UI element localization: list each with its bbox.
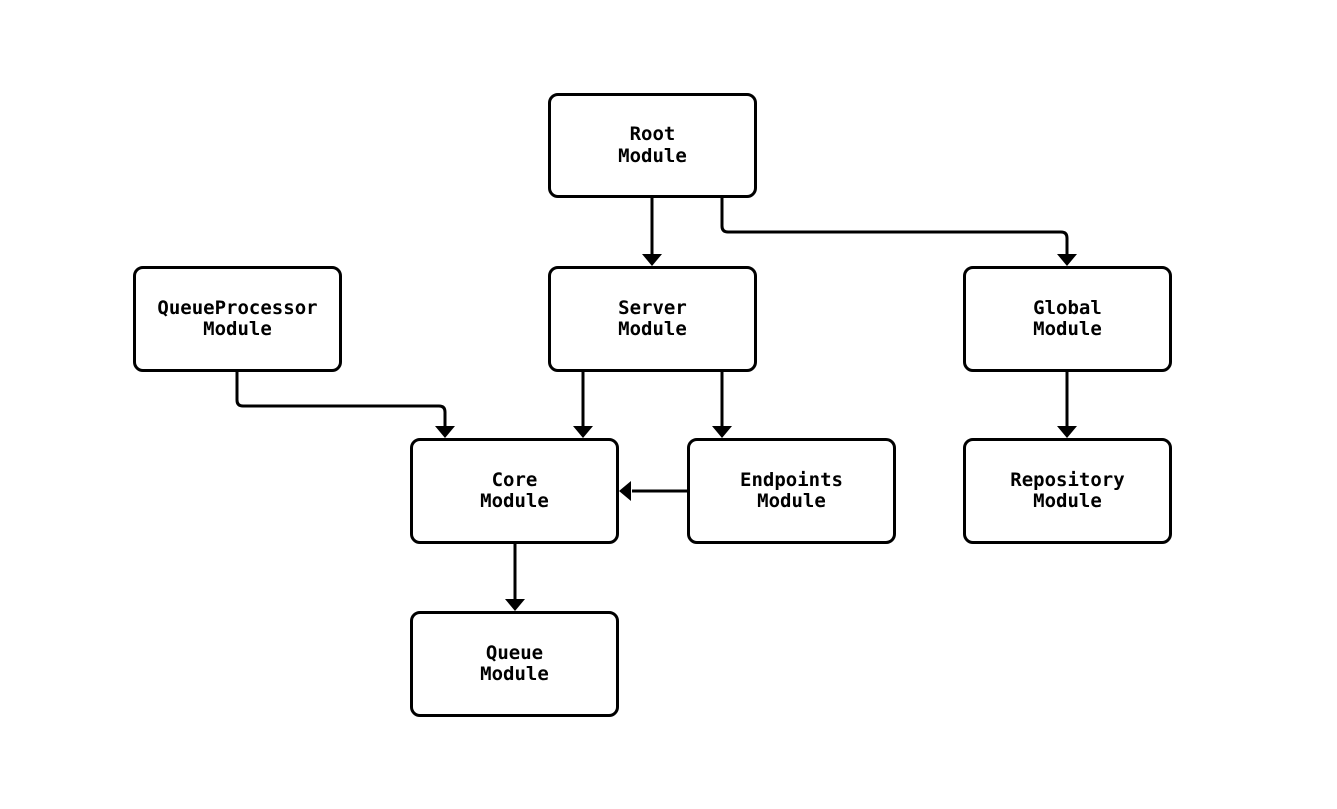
node-queue-module-label: Queue Module [480,641,549,685]
node-queueprocessor-module-label: QueueProcessor Module [157,296,318,340]
node-root-module-label: Root Module [618,123,687,167]
node-server-module: Server Module [548,266,757,372]
node-queueprocessor-module: QueueProcessor Module [133,266,342,372]
node-server-module-label: Server Module [618,296,687,340]
arrowhead-queueprocessor-to-core [435,426,455,438]
arrowhead-server-to-endpoints [712,426,732,438]
node-global-module-label: Global Module [1033,296,1102,340]
node-global-module: Global Module [963,266,1172,372]
arrowhead-server-to-core [573,426,593,438]
edge-queueprocessor-to-core [235,372,447,427]
node-repository-module-label: Repository Module [1010,468,1125,512]
arrowhead-root-to-global [1057,254,1077,266]
node-core-module: Core Module [410,438,619,544]
node-endpoints-module-label: Endpoints Module [740,468,843,512]
node-repository-module: Repository Module [963,438,1172,544]
node-core-module-label: Core Module [480,468,549,512]
node-queue-module: Queue Module [410,611,619,717]
arrowhead-core-to-queue [505,599,525,611]
edge-root-to-global [720,198,1069,255]
arrowhead-endpoints-to-core [619,481,631,501]
arrowhead-root-to-server [642,254,662,266]
arrowhead-global-to-repository [1057,426,1077,438]
node-root-module: Root Module [548,93,757,198]
node-endpoints-module: Endpoints Module [687,438,896,544]
